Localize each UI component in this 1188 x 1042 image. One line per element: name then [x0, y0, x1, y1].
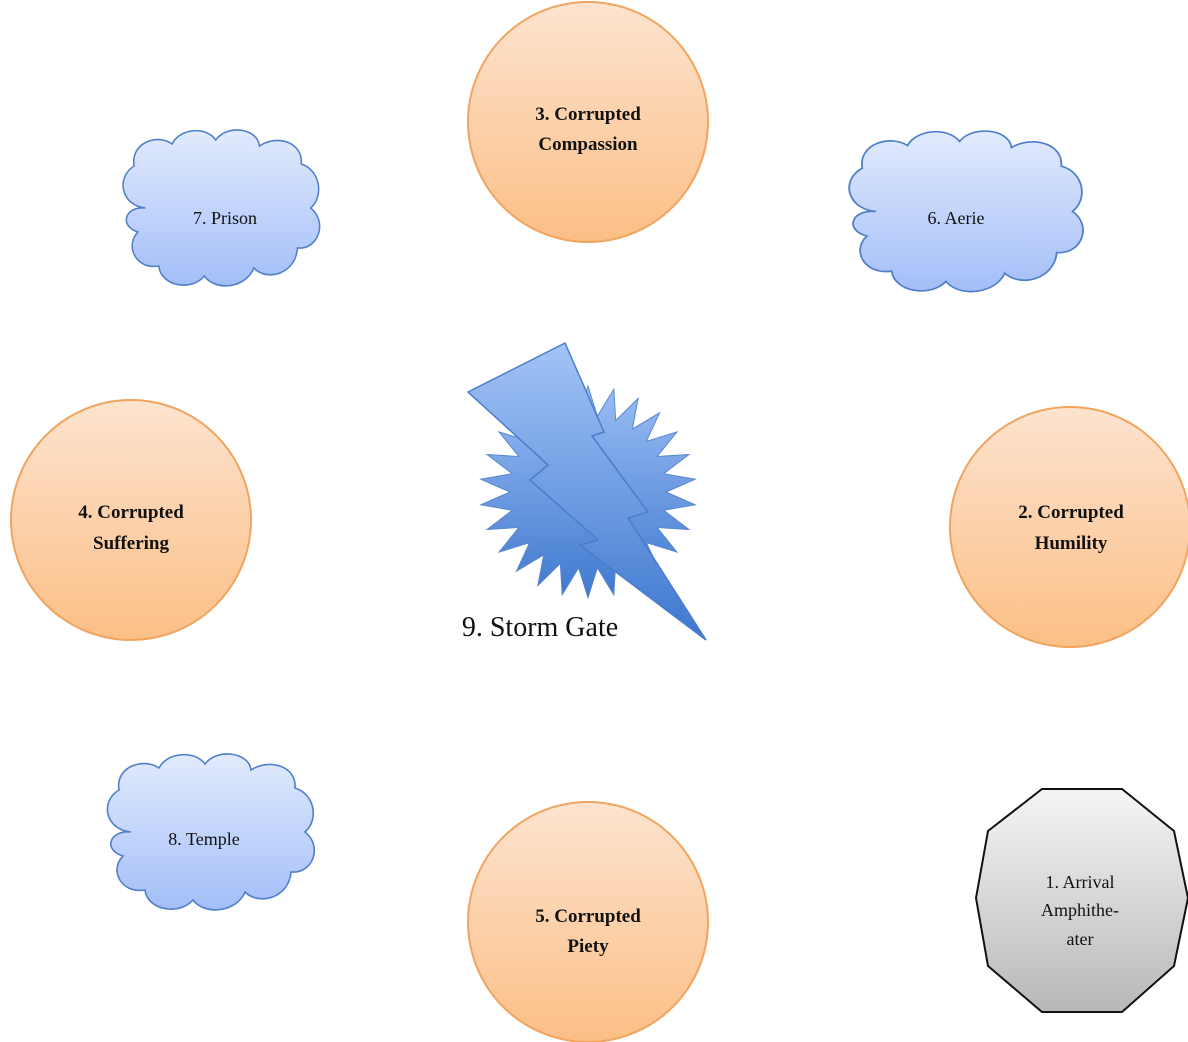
- node-prison: 7. Prison: [122, 129, 321, 287]
- node-arrival: 1. Arrival Amphithe- ater: [974, 788, 1188, 1013]
- node-temple-label: 8. Temple: [168, 829, 239, 849]
- node-arrival-line2: Amphithe-: [1041, 900, 1119, 920]
- node-suffering-line1: 4. Corrupted: [78, 502, 184, 523]
- node-aerie: 6. Aerie: [848, 130, 1084, 293]
- cloud-shape: [122, 129, 321, 287]
- node-arrival-line1: 1. Arrival: [1046, 872, 1115, 892]
- node-humility-line2: Humility: [1035, 533, 1108, 554]
- node-suffering-line2: Suffering: [93, 533, 170, 554]
- cloud-shape: [848, 130, 1084, 293]
- node-piety: 5. Corrupted Piety: [467, 801, 709, 1042]
- node-storm-gate: 9. Storm Gate: [462, 341, 707, 643]
- node-arrival-line3: ater: [1067, 929, 1094, 949]
- node-compassion-line2: Compassion: [538, 134, 638, 155]
- node-compassion-line1: 3. Corrupted: [535, 104, 641, 125]
- node-piety-line2: Piety: [567, 936, 609, 957]
- node-storm-gate-label: 9. Storm Gate: [462, 612, 618, 643]
- node-piety-line1: 5. Corrupted: [535, 906, 641, 927]
- node-prison-label: 7. Prison: [193, 208, 257, 228]
- decagon-shape: [974, 788, 1188, 1013]
- node-aerie-label: 6. Aerie: [928, 208, 985, 228]
- lightning-bolt-icon: [466, 341, 707, 641]
- node-suffering: 4. Corrupted Suffering: [10, 399, 252, 641]
- node-compassion: 3. Corrupted Compassion: [467, 1, 709, 243]
- node-temple: 8. Temple: [106, 753, 316, 911]
- node-humility: 2. Corrupted Humility: [949, 406, 1188, 648]
- node-humility-line1: 2. Corrupted: [1018, 502, 1124, 523]
- cloud-shape: [106, 753, 316, 911]
